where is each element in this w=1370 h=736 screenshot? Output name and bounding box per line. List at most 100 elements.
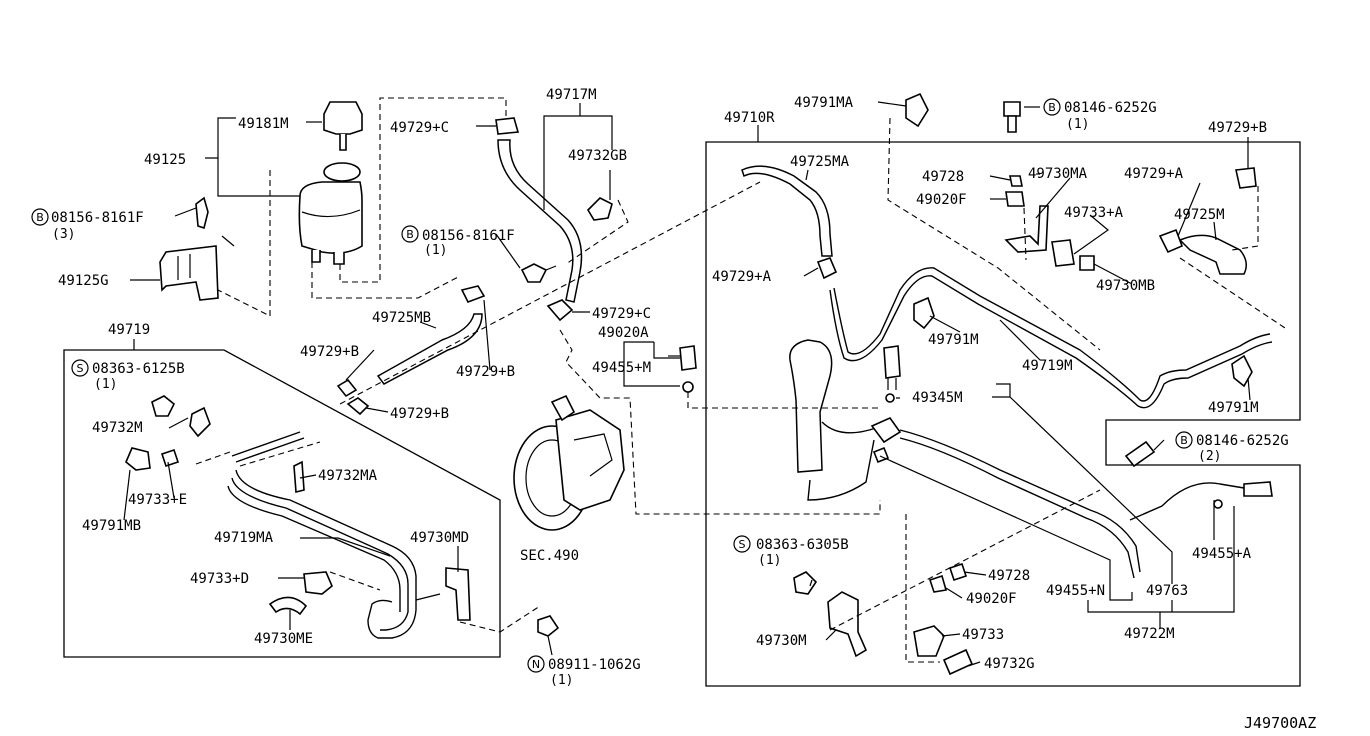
svg-text:B: B [1180, 434, 1188, 447]
label-08146-6252G-b: 08146-6252G [1196, 433, 1289, 449]
right-line-frame [705, 141, 1301, 687]
label-49725M: 49725M [1174, 207, 1225, 223]
bolt-08363-6125B [151, 395, 176, 417]
label-qty-1-e: (1) [758, 553, 781, 568]
label-49710R: 49710R [724, 110, 775, 126]
oring-49455A [1213, 499, 1223, 509]
label-49125G: 49125G [58, 273, 109, 289]
diagram-id: J49700AZ [1244, 714, 1316, 732]
label-49730ME: 49730ME [254, 631, 313, 647]
label-49730MA: 49730MA [1028, 166, 1088, 182]
union-49020A [668, 345, 697, 393]
callout-labels: 49181M 49125 08156-8161F (3) 49125G 4972… [51, 87, 1316, 732]
clamp-49733 [913, 625, 945, 657]
label-08363-6125B: 08363-6125B [92, 361, 185, 377]
pressure-hose-49710R [789, 339, 877, 501]
label-49729B-b: 49729+B [456, 364, 515, 380]
label-08156-8161F-b: 08156-8161F [422, 228, 515, 244]
label-49730MD: 49730MD [410, 530, 469, 546]
label-49125: 49125 [144, 152, 186, 168]
label-49733A: 49733+A [1064, 205, 1124, 221]
clamp-49732G [942, 648, 974, 676]
label-49791MA: 49791MA [794, 95, 854, 111]
badge-b-08146-a: B [1043, 98, 1061, 116]
label-49763: 49763 [1146, 583, 1188, 599]
label-49733D: 49733+D [190, 571, 249, 587]
label-49345M: 49345M [912, 390, 963, 406]
label-qty-1-a: (1) [424, 243, 447, 258]
badge-b-08156-a: B [31, 208, 49, 226]
bracket-49730MD [445, 567, 471, 621]
label-49020A: 49020A [598, 325, 649, 341]
label-49729C-b: 49729+C [592, 306, 651, 322]
label-49729B-a: 49729+B [300, 344, 359, 360]
svg-text:B: B [36, 211, 44, 224]
label-49729B-d: 49729+B [1208, 120, 1267, 136]
nut-08911-1062G [537, 615, 560, 637]
bolt-08146-6252G-b [1124, 440, 1156, 468]
clamp-49733A [1051, 239, 1095, 271]
label-49733E: 49733+E [128, 492, 187, 508]
label-49791M-b: 49791M [1208, 400, 1259, 416]
label-08156-8161F-a: 08156-8161F [51, 210, 144, 226]
label-49719MA: 49719MA [214, 530, 274, 546]
svg-text:S: S [739, 538, 746, 551]
power-steering-pump [513, 394, 625, 531]
left-pipe-frame [63, 349, 501, 658]
badge-s-08363-6305B: S [733, 535, 751, 553]
hose-49725MB [336, 285, 486, 416]
label-qty-3: (3) [52, 227, 75, 242]
badge-n-08911: N [527, 655, 545, 673]
pipe-49719M [829, 267, 1273, 409]
label-49732G: 49732G [984, 656, 1035, 672]
label-49728-a: 49728 [922, 169, 964, 185]
label-49717M: 49717M [546, 87, 597, 103]
label-49455A: 49455+A [1192, 546, 1252, 562]
label-49730M: 49730M [756, 633, 807, 649]
badge-s-08363-6125B: S [71, 359, 89, 377]
label-49020F-a: 49020F [916, 192, 967, 208]
clamp-49732M [189, 406, 211, 438]
sensor-49345M [883, 345, 901, 403]
hose-49725MA [741, 165, 838, 280]
label-qty-1-b: (1) [94, 377, 117, 392]
label-49719M: 49719M [1022, 358, 1073, 374]
clip-49791M-b [1231, 354, 1253, 388]
label-49732GB: 49732GB [568, 148, 627, 164]
clip-49791M-a [913, 296, 935, 330]
badge-b-08156-b: B [401, 225, 419, 243]
label-49725MB: 49725MB [372, 310, 431, 326]
bracket-49730MA [1004, 175, 1049, 253]
clip-49732GB [586, 197, 613, 221]
clamp-49732MA [293, 460, 305, 494]
svg-text:S: S [77, 362, 84, 375]
label-49729A-b: 49729+A [712, 269, 772, 285]
pipe-49722M [899, 429, 1273, 579]
label-qty-1-d: (1) [1066, 117, 1089, 132]
svg-text:B: B [1048, 101, 1056, 114]
clip-49791MA [905, 92, 929, 128]
label-49728-b: 49728 [988, 568, 1030, 584]
label-49732MA: 49732MA [318, 468, 378, 484]
dashed-relations [195, 97, 1289, 663]
svg-text:N: N [532, 658, 540, 671]
label-49181M: 49181M [238, 116, 289, 132]
label-49730MB: 49730MB [1096, 278, 1155, 294]
leader-lines [123, 101, 1251, 667]
bracket-49730M [827, 591, 868, 658]
bracket-49791MB [125, 447, 180, 471]
reservoir-tank [298, 162, 363, 265]
badge-b-08146-b: B [1175, 431, 1193, 449]
label-49729A-a: 49729+A [1124, 166, 1184, 182]
label-49725MA: 49725MA [790, 154, 850, 170]
bolt-08146-6252G-a [1003, 101, 1021, 133]
label-49791M-a: 49791M [928, 332, 979, 348]
hose-49717M [495, 117, 583, 303]
label-49733: 49733 [962, 627, 1004, 643]
tee-fitting [870, 417, 902, 464]
reservoir-bracket [159, 196, 235, 301]
label-49729B-c: 49729+B [390, 406, 449, 422]
hose-49725M [1158, 167, 1257, 275]
label-08146-6252G-a: 08146-6252G [1064, 100, 1157, 116]
